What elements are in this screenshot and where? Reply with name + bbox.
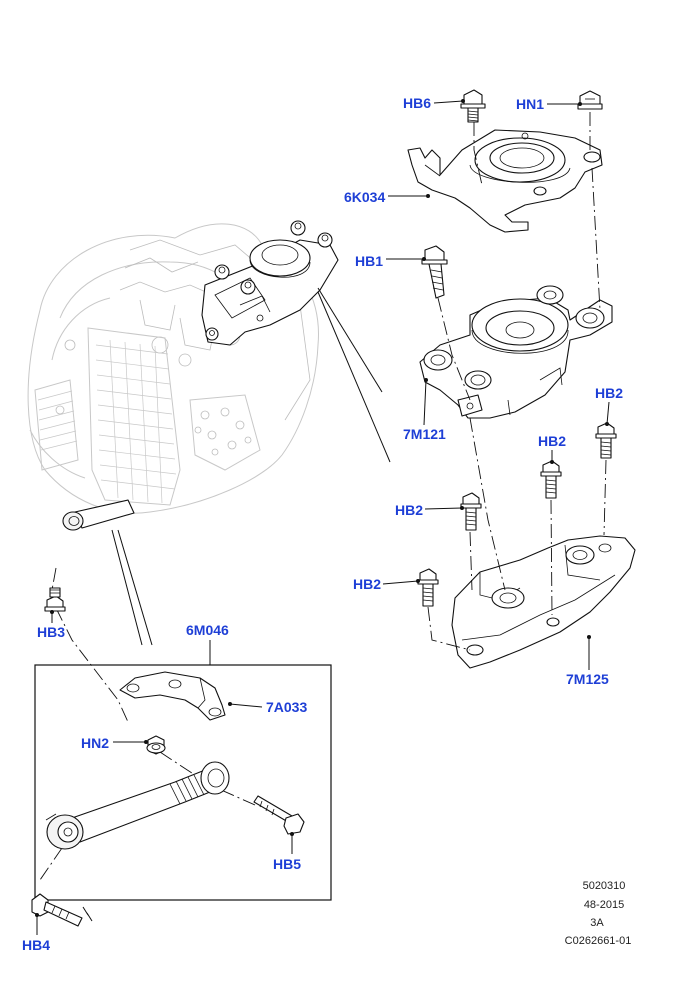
reference-block: 5020310 48-2015 3A C0262661-01	[565, 880, 632, 947]
bolt-hb2-upper	[595, 422, 617, 459]
leader-lines	[35, 99, 610, 935]
callout-7a033: 7A033	[266, 699, 307, 715]
nut-hn2	[146, 735, 166, 755]
installed-torque-rod	[62, 499, 135, 531]
callout-hb6: HB6	[403, 95, 431, 111]
callout-6m046: 6M046	[186, 622, 229, 638]
callout-hb3: HB3	[37, 624, 65, 640]
callout-hb4: HB4	[22, 937, 50, 953]
callout-hb2-upper: HB2	[595, 385, 623, 401]
torque-rod-kit-box	[34, 640, 332, 901]
callout-7m121: 7M121	[403, 426, 446, 442]
callout-hb5: HB5	[273, 856, 301, 872]
bolt-hb2-middle	[540, 460, 562, 499]
callout-hn1: HN1	[516, 96, 544, 112]
bolt-hb4	[31, 893, 93, 927]
bolt-hb6	[460, 89, 486, 123]
zoom-lines	[111, 287, 391, 646]
callout-hb2-left: HB2	[395, 502, 423, 518]
reference-line-4: C0262661-01	[565, 935, 632, 947]
callout-hb2-lower: HB2	[353, 576, 381, 592]
callout-7m125: 7M125	[566, 671, 609, 687]
bolt-hb5	[253, 795, 305, 835]
reference-line-2: 48-2015	[584, 899, 624, 911]
bolt-hb2-lower	[417, 568, 439, 607]
torque-rod	[45, 761, 230, 850]
bracket-7a033	[119, 671, 226, 721]
callout-hb2-middle: HB2	[538, 433, 566, 449]
callout-hb1: HB1	[355, 253, 383, 269]
nut-hn1	[577, 90, 603, 110]
bolt-hb1	[421, 245, 448, 299]
bolt-hb3	[44, 587, 66, 612]
bolt-hb2-left	[460, 492, 482, 531]
bracket-6k034	[407, 129, 603, 233]
bracket-7m125	[451, 535, 636, 669]
reference-line-1: 5020310	[583, 880, 626, 892]
callout-hn2: HN2	[81, 735, 109, 751]
callout-6k034: 6K034	[344, 189, 385, 205]
reference-line-3: 3A	[590, 917, 604, 929]
callout-labels: HB6 HN1 6K034 HB1 7M121 HB2 HB2 HB2 HB2 …	[22, 95, 623, 953]
mount-7m121	[419, 285, 613, 419]
centerlines	[39, 112, 607, 881]
installed-mount-assembly	[201, 220, 339, 346]
